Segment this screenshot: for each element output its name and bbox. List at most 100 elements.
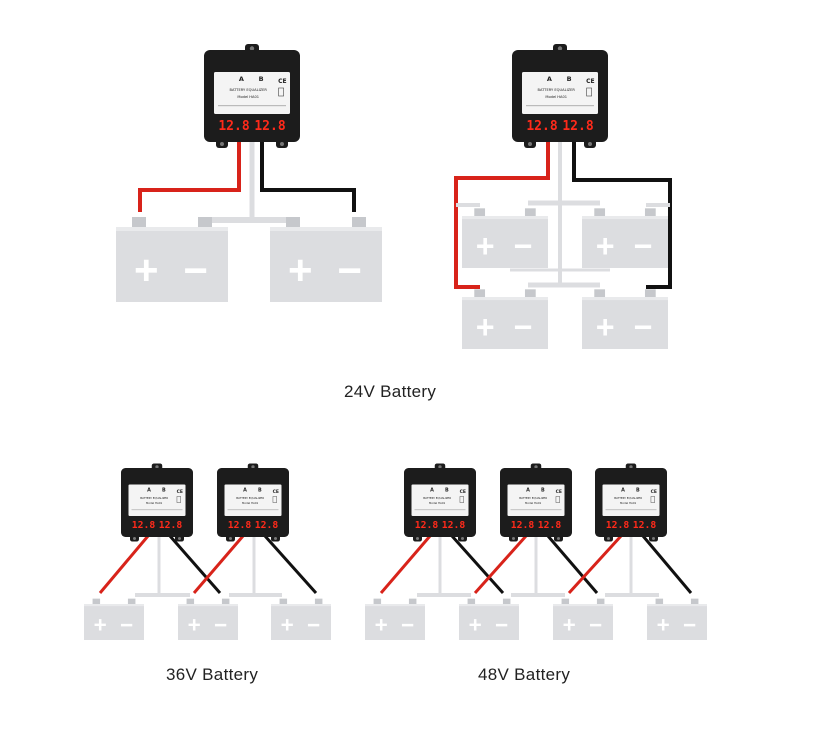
ce-mark: CE xyxy=(586,78,595,85)
label-b: B xyxy=(445,487,449,493)
battery-48v-4: +− xyxy=(647,598,707,640)
display-b-readout: 12.8 xyxy=(255,520,279,531)
fine-print-line xyxy=(227,509,279,511)
battery-48v-2: +− xyxy=(459,598,519,640)
fine-print-line xyxy=(526,105,594,107)
wires-layer xyxy=(98,140,693,597)
battery-lid xyxy=(84,604,144,607)
negative-wire xyxy=(546,535,599,594)
plus-symbol: + xyxy=(469,612,482,637)
battery-lid xyxy=(270,227,382,231)
mounting-hole-icon xyxy=(557,537,560,540)
minus-symbol: − xyxy=(683,612,696,637)
label-panel xyxy=(507,484,565,516)
minus-symbol: − xyxy=(634,309,653,345)
mounting-hole-icon xyxy=(220,142,224,146)
label-a: A xyxy=(239,75,244,83)
battery-48v-1: +− xyxy=(365,598,425,640)
mounting-hole-icon xyxy=(416,537,419,540)
minus-symbol: − xyxy=(514,309,533,345)
positive-terminal xyxy=(286,217,300,227)
battery-lid xyxy=(116,227,228,231)
mounting-hole-icon xyxy=(251,465,255,469)
equalizer-title: BATTERY EQUALIZER xyxy=(423,496,451,500)
plus-symbol: + xyxy=(476,309,495,345)
label-panel xyxy=(224,484,282,516)
negative-terminal xyxy=(524,289,536,297)
mounting-hole-icon xyxy=(652,537,655,540)
battery-lid xyxy=(553,604,613,607)
battery-body xyxy=(178,604,238,640)
label-a: A xyxy=(430,487,434,493)
equalizer-title: BATTERY EQUALIZER xyxy=(236,496,264,500)
plus-symbol: + xyxy=(288,247,313,294)
positive-wire xyxy=(473,534,528,595)
label-panel xyxy=(602,484,660,516)
ce-mark: CE xyxy=(460,489,466,495)
negative-wire xyxy=(572,140,672,289)
caption-24v-battery: 24V Battery xyxy=(344,382,437,401)
minus-symbol: − xyxy=(514,228,533,264)
equalizer-title: BATTERY EQUALIZER xyxy=(614,496,642,500)
mounting-hole-icon xyxy=(229,537,232,540)
battery-lid xyxy=(462,297,548,301)
battery-body xyxy=(459,604,519,640)
battery-24v-bottom-left: +− xyxy=(462,289,548,349)
display-b-readout: 12.8 xyxy=(633,520,657,531)
positive-terminal xyxy=(655,598,664,604)
recycle-bin-icon xyxy=(555,496,560,503)
minus-symbol: − xyxy=(589,612,602,637)
ce-mark: CE xyxy=(651,489,657,495)
negative-terminal xyxy=(524,208,536,216)
battery-body xyxy=(647,604,707,640)
positive-terminal xyxy=(279,598,288,604)
display-b-readout: 12.8 xyxy=(538,520,562,531)
ce-mark: CE xyxy=(273,489,279,495)
battery-lid xyxy=(271,604,331,607)
battery-body xyxy=(582,216,668,268)
equalizer-title: BATTERY EQUALIZER xyxy=(230,88,268,92)
recycle-bin-icon xyxy=(586,87,592,97)
negative-wire xyxy=(641,535,693,594)
label-b: B xyxy=(636,487,640,493)
display-a-readout: 12.8 xyxy=(606,520,630,531)
plus-symbol: + xyxy=(281,612,294,637)
recycle-bin-icon xyxy=(272,496,277,503)
display-a-readout: 12.8 xyxy=(228,520,252,531)
recycle-bin-icon xyxy=(459,496,464,503)
battery-24v-2: +− xyxy=(270,217,382,302)
fine-print-line xyxy=(510,509,562,511)
label-b: B xyxy=(258,487,262,493)
fine-print-line xyxy=(605,509,657,511)
positive-wire xyxy=(454,140,550,289)
label-panel xyxy=(214,72,290,114)
caption-48v-battery: 48V Battery xyxy=(478,665,571,684)
label-a: A xyxy=(147,487,151,493)
label-panel xyxy=(522,72,598,114)
plus-symbol: + xyxy=(188,612,201,637)
equalizer-title: BATTERY EQUALIZER xyxy=(140,496,168,500)
plus-symbol: + xyxy=(476,228,495,264)
minus-symbol: − xyxy=(495,612,508,637)
equalizer-model: Model HA01 xyxy=(545,95,567,99)
mounting-hole-icon xyxy=(280,142,284,146)
battery-24v-1: +− xyxy=(116,217,228,302)
label-b: B xyxy=(162,487,166,493)
fine-print-line xyxy=(131,509,183,511)
negative-terminal xyxy=(221,598,230,604)
battery-lid xyxy=(582,216,668,220)
label-a: A xyxy=(621,487,625,493)
positive-wire xyxy=(98,535,150,594)
recycle-bin-icon xyxy=(650,496,655,503)
negative-terminal xyxy=(644,208,656,216)
ce-mark: CE xyxy=(556,489,562,495)
mounting-hole-icon xyxy=(534,465,538,469)
battery-body xyxy=(271,604,331,640)
battery-body xyxy=(462,297,548,349)
equalizer-model: Model HA01 xyxy=(429,501,445,505)
minus-symbol: − xyxy=(307,612,320,637)
